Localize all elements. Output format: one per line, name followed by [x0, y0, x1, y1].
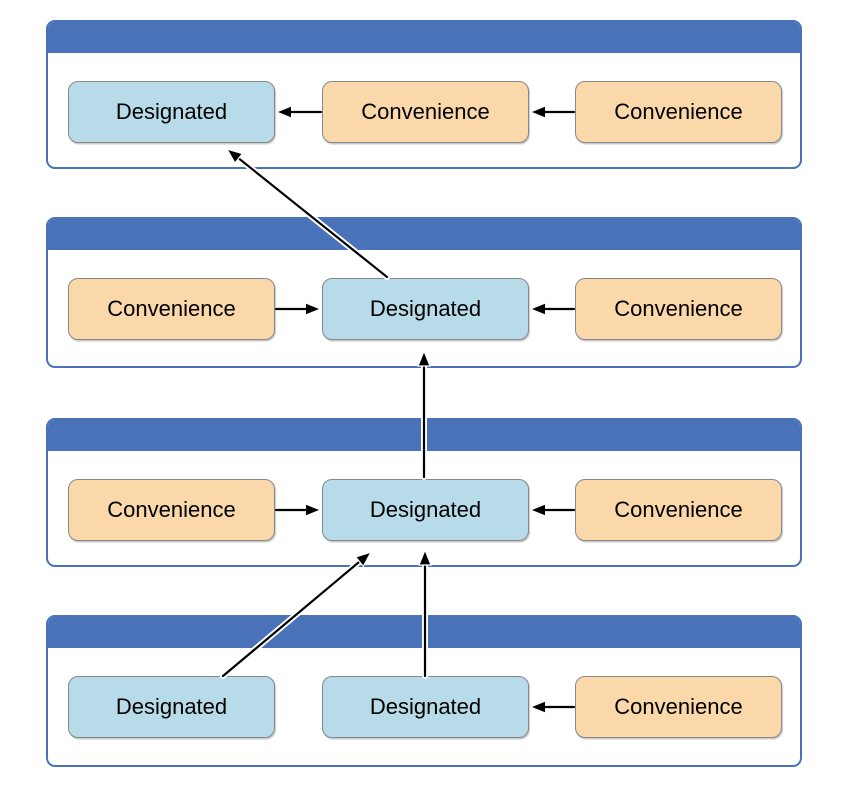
- convenience-initializer-box: Convenience: [575, 278, 782, 340]
- designated-initializer-box: Designated: [322, 479, 529, 541]
- convenience-initializer-box: Convenience: [322, 81, 529, 143]
- initializer-box-label: Designated: [369, 497, 482, 522]
- initializer-box-label: Convenience: [614, 694, 743, 719]
- class-header-bar: [48, 219, 800, 250]
- initializer-box-label: Convenience: [614, 99, 743, 124]
- initializer-box-label: Designated: [115, 99, 228, 124]
- initializer-box-label: Convenience: [614, 497, 743, 522]
- initializer-box-label: Designated: [115, 694, 228, 719]
- convenience-initializer-box: Convenience: [68, 479, 275, 541]
- class-header-bar: [48, 22, 800, 53]
- designated-initializer-box: Designated: [68, 676, 275, 738]
- initializer-box-label: Convenience: [361, 99, 490, 124]
- convenience-initializer-box: Convenience: [68, 278, 275, 340]
- class-header-bar: [48, 420, 800, 451]
- designated-initializer-box: Designated: [68, 81, 275, 143]
- initializer-box-label: Convenience: [107, 497, 236, 522]
- initializer-box-label: Designated: [369, 296, 482, 321]
- convenience-initializer-box: Convenience: [575, 81, 782, 143]
- convenience-initializer-box: Convenience: [575, 479, 782, 541]
- designated-initializer-box: Designated: [322, 676, 529, 738]
- class-header-bar: [48, 617, 800, 648]
- initializer-box-label: Convenience: [614, 296, 743, 321]
- designated-initializer-box: Designated: [322, 278, 529, 340]
- convenience-initializer-box: Convenience: [575, 676, 782, 738]
- initializer-box-label: Designated: [369, 694, 482, 719]
- initializer-box-label: Convenience: [107, 296, 236, 321]
